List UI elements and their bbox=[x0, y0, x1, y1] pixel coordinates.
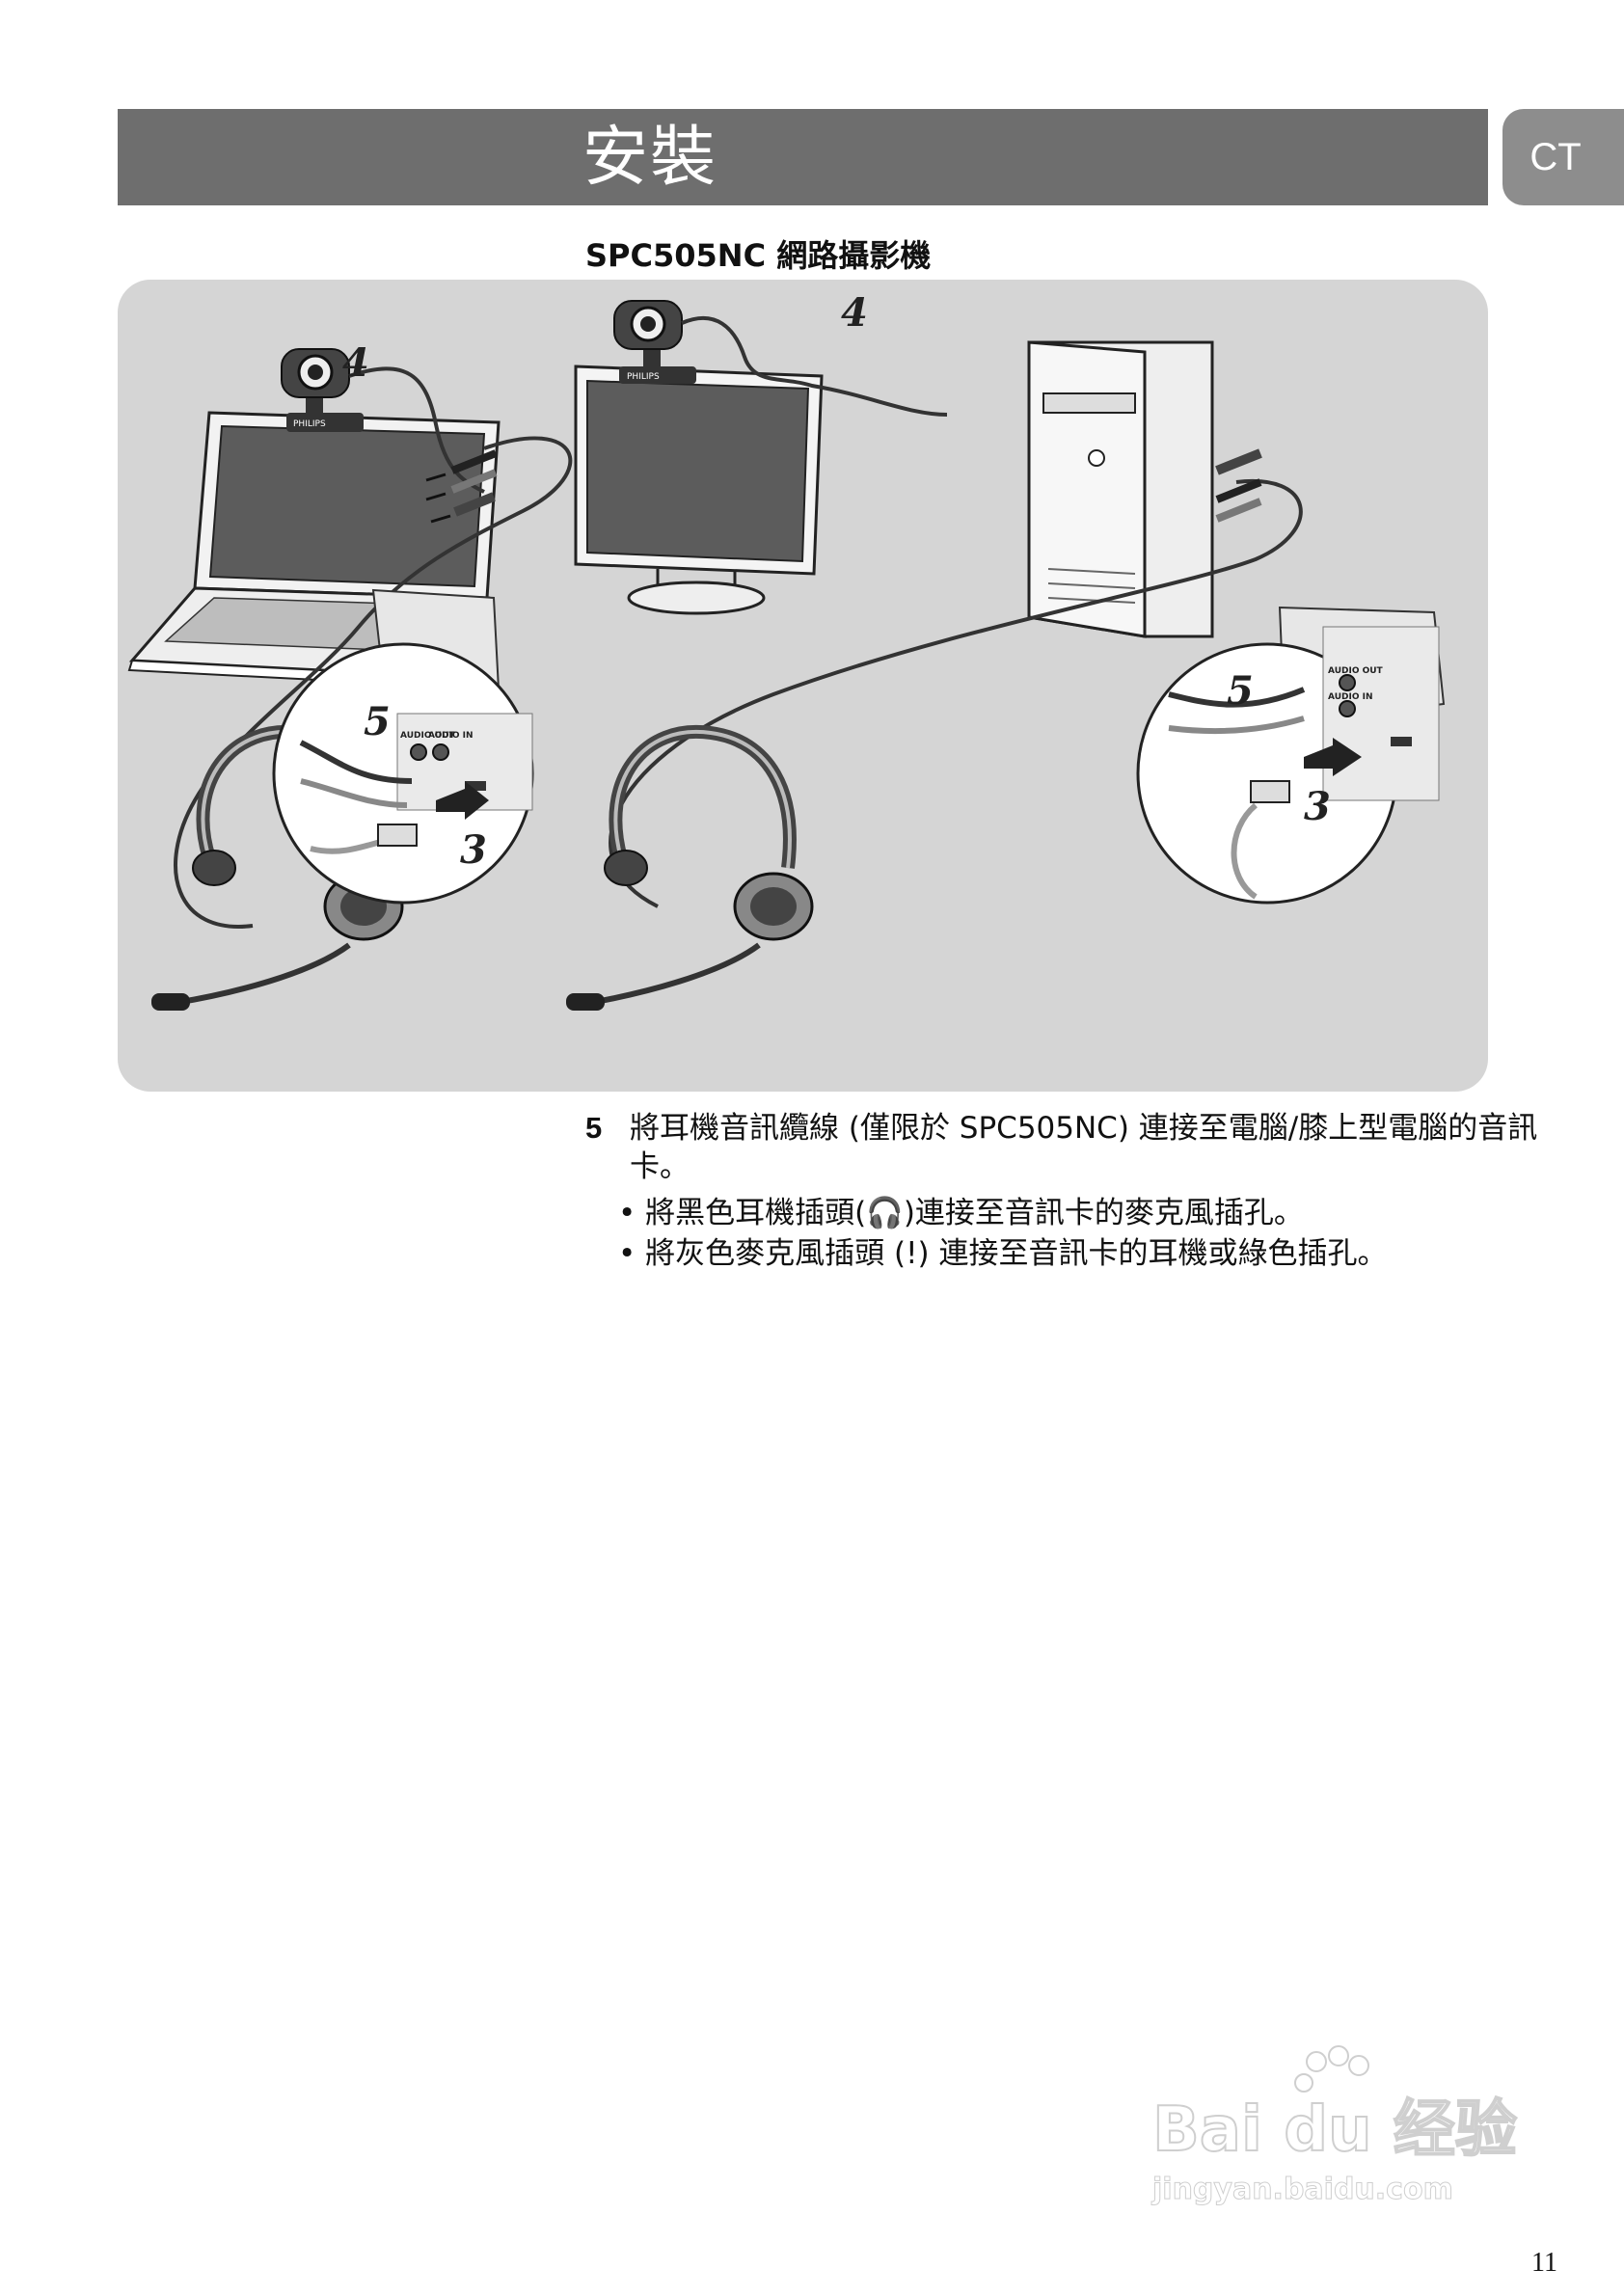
step-4-label-left: 4 bbox=[342, 340, 369, 386]
baidu-watermark: Bai du 经验 jingyan.baidu.com bbox=[1151, 2045, 1518, 2207]
illustration-drawing: PHILIPS AUDIO OUT AUDIO IN bbox=[127, 290, 1446, 1011]
svg-text:5: 5 bbox=[364, 699, 391, 744]
svg-text:3: 3 bbox=[1304, 784, 1331, 829]
step-text: 將耳機音訊纜線 (僅限於 SPC505NC) 連接至電腦/膝上型電腦的音訊卡。 bbox=[630, 1111, 1538, 1184]
watermark-brand: Bai du 经验 bbox=[1152, 2094, 1517, 2166]
webcam-icon: PHILIPS bbox=[613, 300, 696, 384]
svg-text:5: 5 bbox=[1227, 668, 1254, 714]
step-4-label-right: 4 bbox=[841, 290, 868, 336]
svg-text:AUDIO OUT: AUDIO OUT bbox=[1328, 666, 1384, 676]
page-title: 安裝 bbox=[582, 120, 718, 196]
headset-icon bbox=[566, 724, 814, 1011]
bullet-headphone-plug: • 將黑色耳機插頭(🎧)連接至音訊卡的麥克風插孔。 bbox=[618, 1196, 1304, 1230]
svg-text:AUDIO IN: AUDIO IN bbox=[1328, 692, 1372, 702]
webcam-icon: PHILIPS bbox=[281, 348, 364, 432]
right-zoom-detail: AUDIO OUT AUDIO IN 5 3 bbox=[1136, 606, 1446, 905]
step-number: 5 bbox=[585, 1111, 603, 1145]
tower-icon bbox=[1027, 340, 1214, 638]
installation-illustration: PHILIPS AUDIO OUT AUDIO IN bbox=[118, 280, 1488, 1092]
watermark-url: jingyan.baidu.com bbox=[1151, 2173, 1453, 2206]
bullet-microphone-plug: • 將灰色麥克風插頭 (!) 連接至音訊卡的耳機或綠色插孔。 bbox=[618, 1236, 1388, 1271]
monitor-icon bbox=[574, 365, 824, 615]
paw-logo-icon bbox=[1294, 2045, 1369, 2093]
svg-text:PHILIPS: PHILIPS bbox=[293, 419, 326, 429]
product-subtitle: SPC505NC 網路攝影機 bbox=[585, 237, 932, 274]
svg-text:AUDIO OUT: AUDIO OUT bbox=[400, 731, 456, 741]
svg-text:PHILIPS: PHILIPS bbox=[627, 372, 660, 382]
language-tab bbox=[1502, 109, 1624, 205]
svg-text:AUDIO IN: AUDIO IN bbox=[428, 731, 473, 741]
page-number: 11 bbox=[1531, 2248, 1557, 2278]
svg-text:3: 3 bbox=[460, 827, 487, 873]
title-bar bbox=[118, 109, 1488, 205]
language-tab-label: CT bbox=[1529, 136, 1582, 178]
left-zoom-detail: AUDIO OUT AUDIO IN 5 3 bbox=[272, 588, 534, 905]
